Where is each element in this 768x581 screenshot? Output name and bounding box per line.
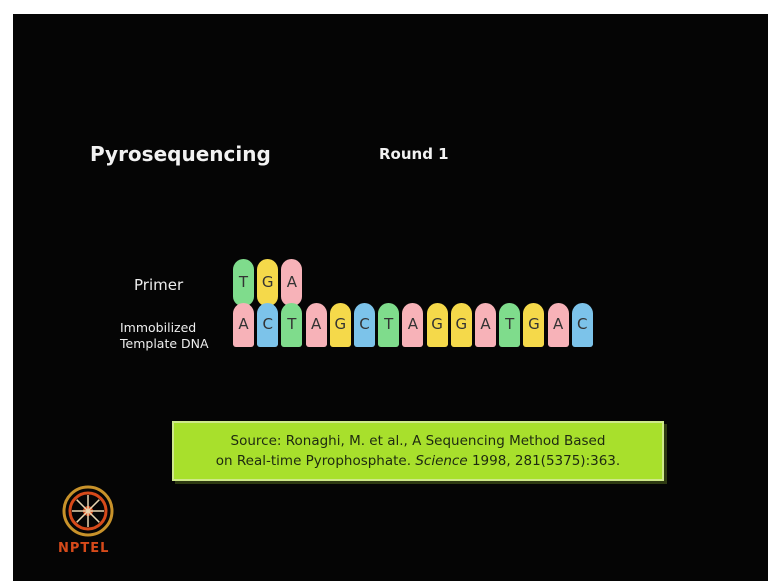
- source-citation-box: Source: Ronaghi, M. et al., A Sequencing…: [172, 421, 664, 481]
- template-base: A: [305, 303, 327, 347]
- primer-base: G: [257, 259, 279, 306]
- template-base: T: [378, 303, 400, 347]
- template-base: A: [402, 303, 424, 347]
- template-label-line1: Immobilized: [120, 320, 197, 335]
- template-base: G: [329, 303, 351, 347]
- primer-base: A: [281, 259, 303, 306]
- nptel-logo-text: NPTEL: [58, 541, 110, 556]
- template-base: A: [475, 303, 496, 347]
- template-base: T: [499, 303, 521, 347]
- nptel-logo-icon: [62, 485, 114, 537]
- template-base: A: [547, 303, 569, 347]
- template-base: C: [257, 303, 279, 347]
- source-line-2-prefix: on Real-time Pyrophosphate.: [215, 453, 412, 469]
- slide: [13, 14, 768, 581]
- template-base: C: [571, 303, 593, 347]
- template-base: A: [233, 303, 254, 347]
- source-line-2-suffix: 1998, 281(5375):363.: [471, 453, 621, 469]
- primer-label: Primer: [134, 276, 184, 294]
- template-base: C: [354, 303, 375, 347]
- template-base: G: [450, 303, 472, 347]
- primer-base: T: [233, 259, 254, 306]
- template-label-line2: Template DNA: [120, 336, 209, 351]
- source-line-2: on Real-time Pyrophosphate. Science 1998…: [174, 451, 662, 471]
- template-label: Immobilized Template DNA: [120, 320, 209, 352]
- slide-title: Pyrosequencing: [90, 142, 271, 166]
- round-label: Round 1: [379, 145, 449, 163]
- template-base: G: [426, 303, 448, 347]
- template-base: T: [281, 303, 303, 347]
- template-base: G: [523, 303, 545, 347]
- source-journal: Science: [415, 453, 468, 469]
- source-line-1: Source: Ronaghi, M. et al., A Sequencing…: [230, 433, 606, 449]
